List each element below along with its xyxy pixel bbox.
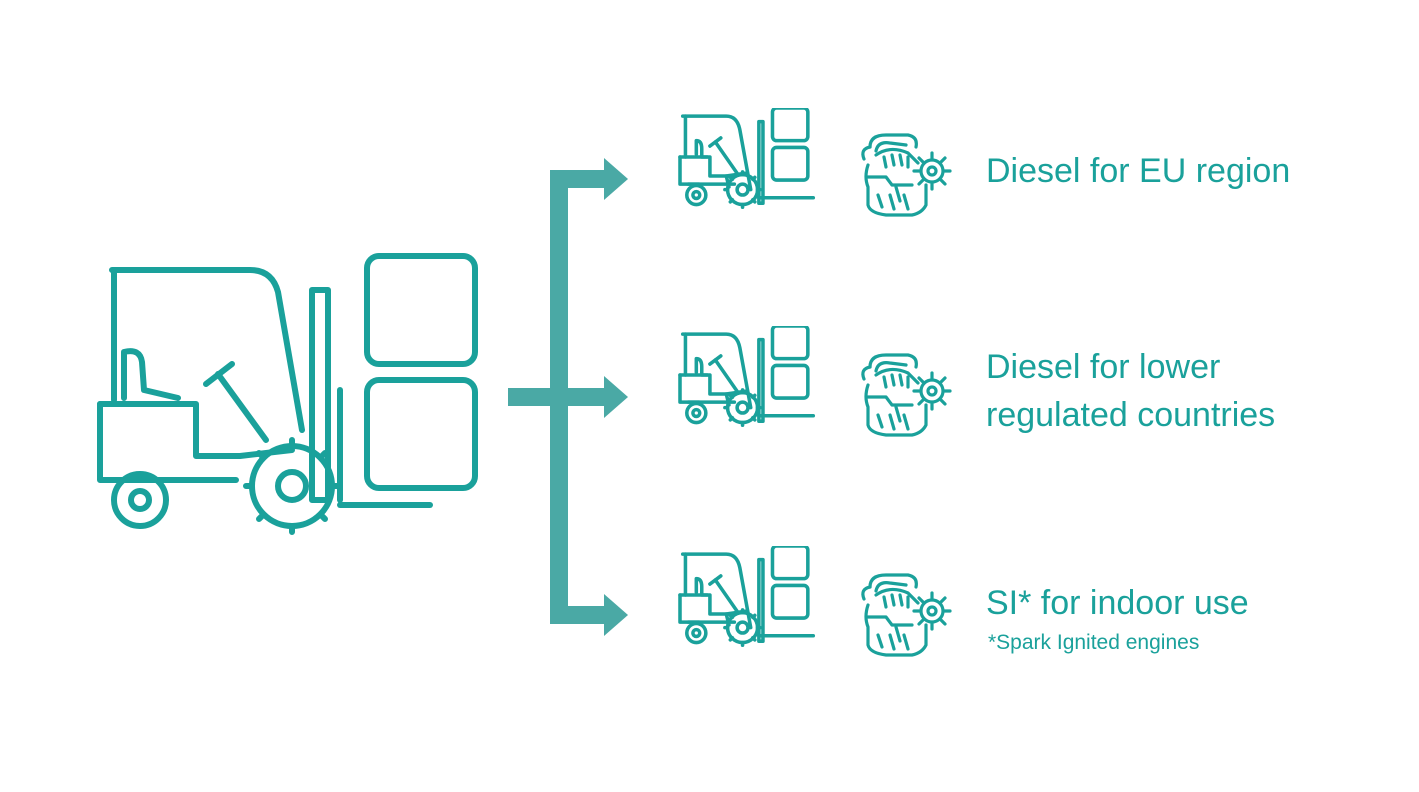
forklift-icon [680, 108, 813, 207]
forklift-icon [680, 546, 813, 645]
output-label-1-line-1: Diesel for EU region [986, 152, 1291, 190]
branch-connector [508, 158, 628, 636]
footnote: *Spark Ignited engines [988, 631, 1200, 654]
engine-icon [861, 133, 952, 217]
output-label-2: Diesel for lower regulated countries [986, 343, 1275, 439]
output-label-1: Diesel for EU region [986, 147, 1290, 195]
output-row-1 [680, 108, 952, 217]
source-forklift-icon [97, 253, 478, 535]
output-label-3-line-1: SI* for indoor use [986, 584, 1249, 622]
engine-icon [861, 353, 952, 437]
output-label-2-line-1: Diesel for lower [986, 348, 1221, 386]
output-label-3: SI* for indoor use [986, 579, 1249, 627]
output-label-2-line-2: regulated countries [986, 396, 1276, 434]
engine-icon [861, 573, 952, 657]
output-row-2 [680, 326, 952, 437]
output-row-3 [680, 546, 952, 657]
forklift-icon [680, 326, 813, 425]
